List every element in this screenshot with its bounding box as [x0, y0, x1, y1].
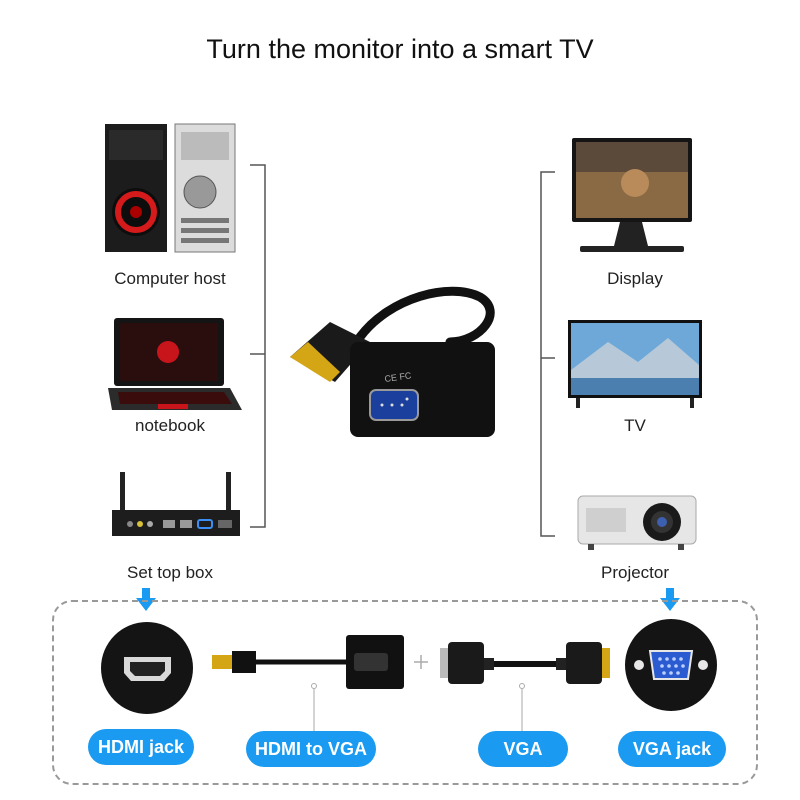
- adapter-marking: CE FC: [384, 370, 413, 384]
- hdmi-jack-icon: [101, 622, 193, 714]
- tv-label: TV: [624, 416, 646, 435]
- vga-cable-icon: [440, 642, 610, 684]
- monitor-icon: [572, 138, 692, 252]
- set-top-box-icon: [112, 472, 240, 536]
- vga-jack-icon: [625, 619, 717, 711]
- hdmi-jack-label: HDMI jack: [88, 729, 194, 765]
- vga-jack-label: VGA jack: [618, 731, 726, 767]
- projector-label: Projector: [600, 563, 670, 582]
- computer-host-icon: [105, 123, 236, 253]
- display-label: Display: [607, 269, 663, 288]
- page-title: Turn the monitor into a smart TV: [206, 34, 594, 64]
- tv-icon: [568, 320, 702, 408]
- hdmi-to-vga-cable-icon: [212, 635, 404, 689]
- notebook-label: notebook: [135, 416, 205, 435]
- computer-host-label: Computer host: [114, 269, 226, 288]
- hdmi-to-vga-adapter-icon: CE FC: [290, 286, 495, 437]
- connection-panel: [52, 600, 758, 785]
- projector-icon: [577, 495, 697, 550]
- hdmi-to-vga-label: HDMI to VGA: [246, 731, 376, 767]
- vga-label: VGA: [478, 731, 568, 767]
- plus-icon: [414, 655, 428, 669]
- set-top-box-label: Set top box: [126, 563, 213, 582]
- laptop-icon: [108, 318, 242, 410]
